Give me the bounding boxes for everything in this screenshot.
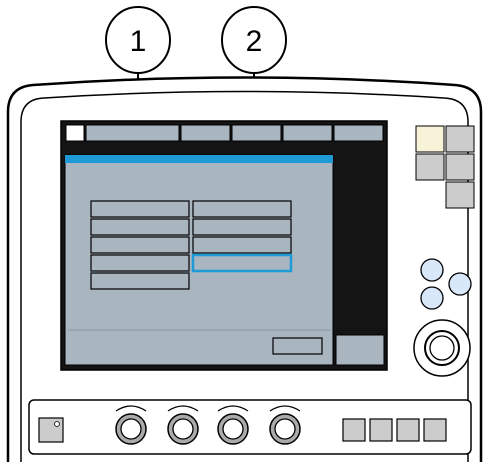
status-bar-segment <box>231 124 282 142</box>
status-bar-segment <box>282 124 333 142</box>
knob-arc <box>115 405 147 412</box>
setting-field <box>192 236 292 254</box>
round-button <box>420 286 444 310</box>
knob-arc <box>269 405 301 412</box>
rotary-knob-2 <box>167 405 199 445</box>
dialog-window <box>64 154 334 366</box>
panel-key-icon <box>445 181 475 209</box>
power-key-icon <box>38 417 64 443</box>
knob-arc <box>167 405 199 412</box>
panel-key-icon <box>415 125 445 153</box>
bottom-left-key <box>38 417 64 443</box>
status-bar-segment <box>333 124 384 142</box>
setting-field <box>90 272 190 290</box>
function-key-icon <box>369 418 393 442</box>
setting-field <box>90 236 190 254</box>
dialog-title-bar <box>65 155 333 163</box>
knob-arc <box>217 405 249 412</box>
callout-2-number: 2 <box>246 25 263 58</box>
function-key-icon <box>423 418 447 442</box>
function-key-icon <box>342 418 366 442</box>
status-bar-white-square <box>65 124 85 142</box>
rotary-knob-1 <box>115 405 147 445</box>
setting-field <box>90 200 190 218</box>
status-bar-segment <box>180 124 231 142</box>
indicator-light <box>54 421 60 427</box>
main-rotary-dial-icon <box>413 319 471 377</box>
round-button <box>448 272 472 296</box>
knob-center <box>274 418 296 440</box>
function-key-icon <box>396 418 420 442</box>
knob-center <box>222 418 244 440</box>
rotary-knob-4 <box>269 405 301 445</box>
panel-keys <box>415 125 475 209</box>
status-bar <box>65 124 384 142</box>
setting-field <box>192 200 292 218</box>
panel-key-icon <box>445 125 475 153</box>
setting-field <box>192 218 292 236</box>
panel-key-icon <box>415 153 445 181</box>
setting-field <box>90 218 190 236</box>
round-button <box>420 258 444 282</box>
dialog-button <box>272 337 323 355</box>
screen-side-button <box>335 334 385 366</box>
rotary-knob-3 <box>217 405 249 445</box>
highlighted-setting-field <box>191 253 293 273</box>
device-inner-bezel <box>20 90 469 462</box>
panel-key-icon <box>445 153 475 181</box>
knob-center <box>120 418 142 440</box>
status-bar-segment <box>85 124 180 142</box>
setting-field <box>90 254 190 272</box>
knob-center <box>172 418 194 440</box>
callout-1-number: 1 <box>130 25 147 58</box>
